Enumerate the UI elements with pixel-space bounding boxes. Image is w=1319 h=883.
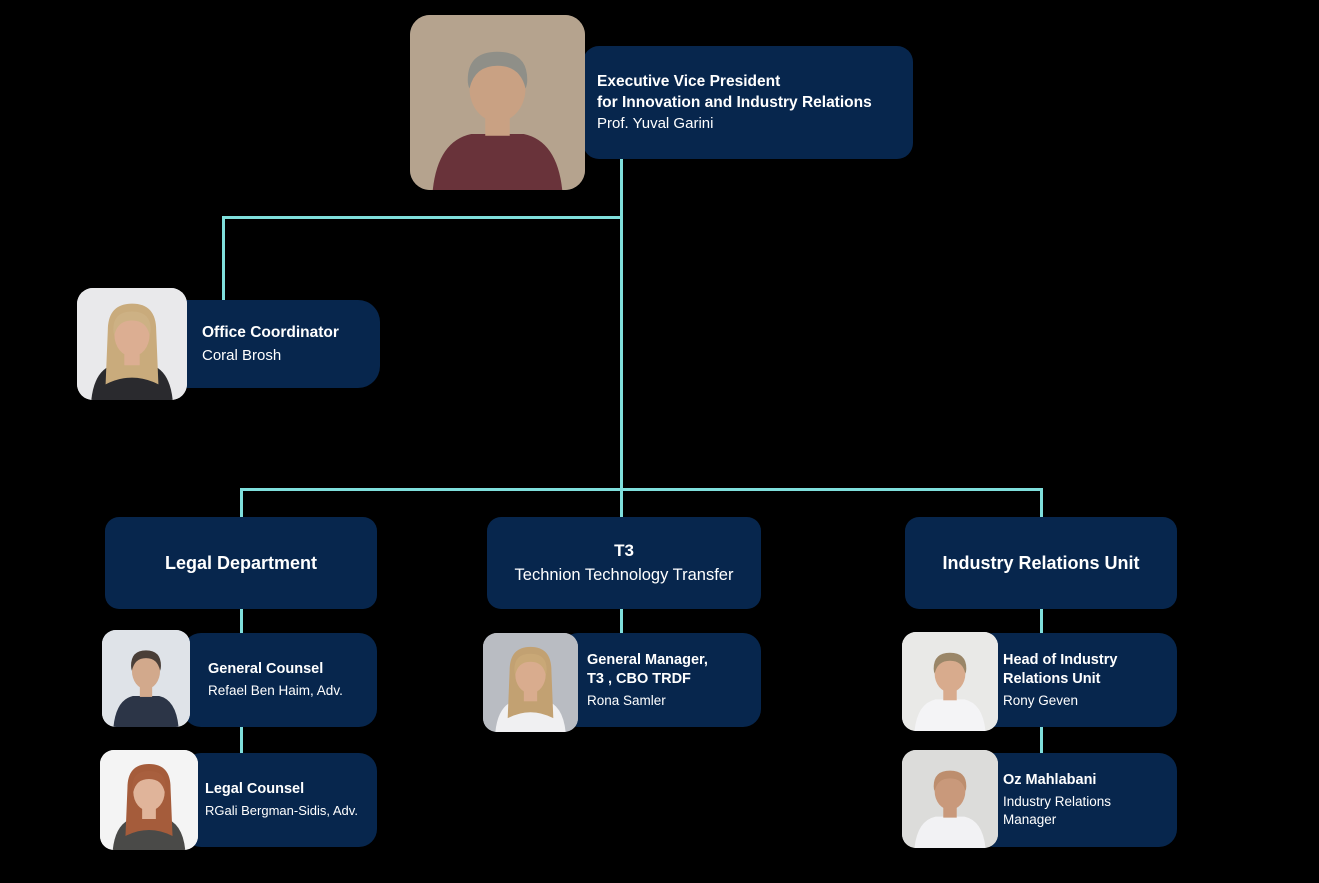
- connector-industry-member1: [1040, 608, 1043, 634]
- person-avatar-icon: [902, 750, 998, 848]
- member-card-industry-relations-manager: Oz Mahlabani Industry Relations Manager: [975, 753, 1177, 847]
- coordinator-photo: [77, 288, 187, 400]
- connector-coordinator-vertical: [222, 216, 225, 302]
- dept-header-industry: Industry Relations Unit: [905, 517, 1177, 609]
- member-photo-legal-counsel: [100, 750, 198, 850]
- coordinator-name: Coral Brosh: [202, 346, 282, 364]
- coordinator-card: Office Coordinator Coral Brosh: [160, 300, 380, 388]
- coordinator-title: Office Coordinator: [202, 323, 339, 341]
- member-card-legal-counsel: Legal Counsel RGali Bergman-Sidis, Adv.: [183, 753, 377, 847]
- connector-coordinator-horizontal: [222, 216, 623, 219]
- connector-t3-member1: [620, 608, 623, 635]
- member-photo-head-industry-relations: [902, 632, 998, 731]
- dept-header-legal: Legal Department: [105, 517, 377, 609]
- dept-title: Industry Relations Unit: [942, 553, 1140, 573]
- connector-distribution-horizontal: [240, 488, 1043, 491]
- member-card-t3-manager: General Manager, T3 , CBO TRDF Rona Saml…: [560, 633, 761, 727]
- person-avatar-icon: [77, 288, 187, 400]
- member-photo-general-counsel: [102, 630, 190, 727]
- member-photo-industry-relations-manager: [902, 750, 998, 848]
- member-title: General Manager, T3 , CBO TRDF: [587, 651, 708, 687]
- member-title: General Counsel: [208, 661, 324, 677]
- connector-legal-member1: [240, 608, 243, 634]
- member-name: Rona Samler: [587, 692, 666, 708]
- member-name: Refael Ben Haim, Adv.: [208, 683, 343, 698]
- member-card-general-counsel: General Counsel Refael Ben Haim, Adv.: [183, 633, 377, 727]
- connector-stub-t3: [620, 488, 623, 518]
- member-title: Oz Mahlabani: [1003, 772, 1097, 788]
- connector-stub-industry: [1040, 488, 1043, 518]
- member-title: Legal Counsel: [205, 781, 305, 797]
- member-name: Rony Geven: [1003, 692, 1079, 708]
- evp-name: Prof. Yuval Garini: [597, 115, 714, 132]
- connector-stub-legal: [240, 488, 243, 518]
- member-name: RGali Bergman-Sidis, Adv.: [205, 803, 358, 818]
- member-name: Industry Relations Manager: [1003, 794, 1112, 827]
- person-avatar-icon: [410, 15, 585, 190]
- connector-industry-member2: [1040, 726, 1043, 754]
- person-avatar-icon: [100, 750, 198, 850]
- member-title: Head of Industry Relations Unit: [1003, 651, 1118, 687]
- evp-card: Executive Vice President for Innovation …: [583, 46, 913, 159]
- dept-title: T3: [614, 541, 634, 560]
- dept-title: Legal Department: [164, 553, 318, 573]
- person-avatar-icon: [102, 630, 190, 727]
- person-avatar-icon: [483, 633, 578, 732]
- member-card-head-industry-relations: Head of Industry Relations Unit Rony Gev…: [975, 633, 1177, 727]
- evp-title: Executive Vice President for Innovation …: [597, 73, 872, 111]
- member-photo-t3-manager: [483, 633, 578, 732]
- connector-legal-member2: [240, 726, 243, 754]
- person-avatar-icon: [902, 632, 998, 731]
- dept-subtitle: Technion Technology Transfer: [514, 566, 734, 584]
- dept-header-t3: T3 Technion Technology Transfer: [487, 517, 761, 609]
- evp-photo: [410, 15, 585, 190]
- connector-root-vertical: [620, 158, 623, 490]
